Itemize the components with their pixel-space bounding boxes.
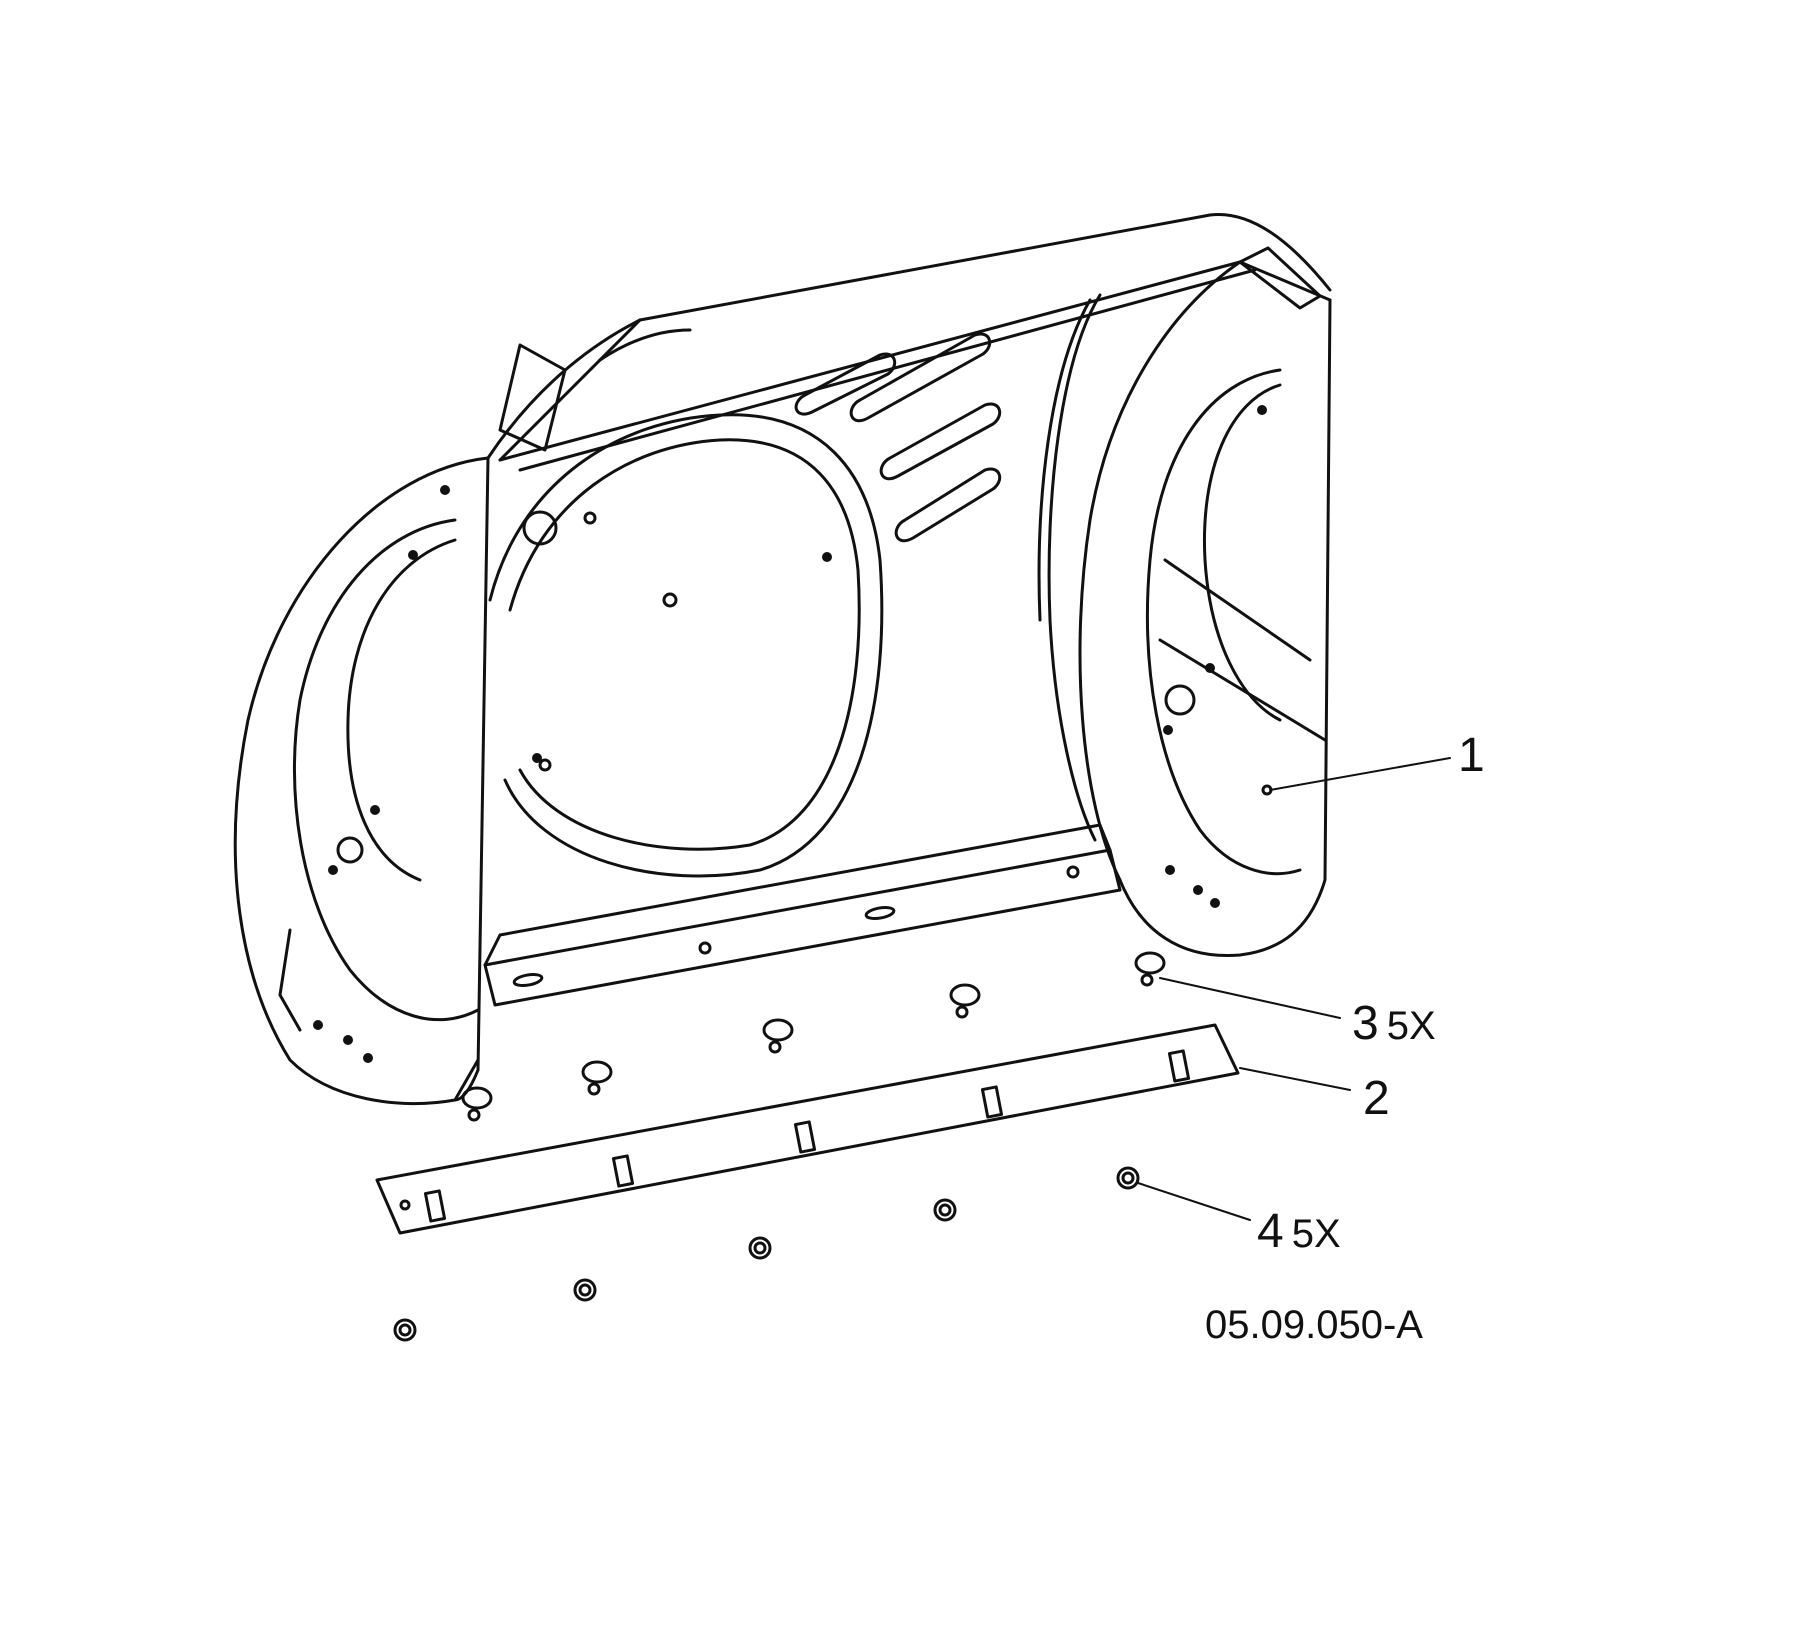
callout-3-quantity: 5X <box>1386 1004 1436 1048</box>
callout-4-number: 4 <box>1257 1205 1284 1258</box>
carriage-bolts <box>461 951 1166 1122</box>
callout-1-number: 1 <box>1458 729 1485 782</box>
reinforcing-ribs <box>794 332 1002 543</box>
callout-2: 2 <box>1363 1075 1390 1123</box>
callout-3-number: 3 <box>1352 997 1379 1050</box>
drawing-code: 05.09.050-A <box>1205 1303 1423 1347</box>
housing-mount-holes <box>313 405 1267 1063</box>
callout-1: 1 <box>1458 732 1485 780</box>
callout-2-number: 2 <box>1363 1072 1390 1125</box>
flange-nuts <box>393 1166 1140 1342</box>
callout-4-quantity: 5X <box>1291 1212 1341 1256</box>
leader-lines <box>1137 757 1451 1221</box>
scraper-bar <box>375 1023 1240 1235</box>
auger-housing <box>233 212 1332 1106</box>
